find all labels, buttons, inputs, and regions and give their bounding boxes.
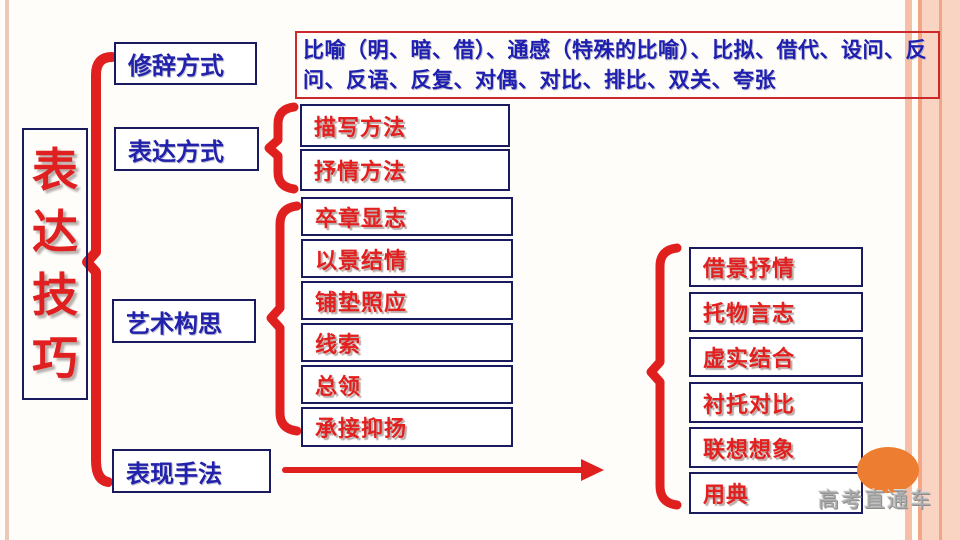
root-title-box: 表达技巧 [22,128,88,400]
right-stripe-3 [939,0,942,540]
item-tuowu: 托物言志 [689,292,863,332]
orange-ellipse-decoration [857,447,919,493]
item-zuzhang: 卒章显志 [301,197,513,236]
item-jiejing: 借景抒情 [689,247,863,287]
left-edge-stripe [5,0,9,540]
branch-rhetoric: 修辞方式 [114,42,257,85]
item-yijing: 以景结情 [301,239,513,278]
rhetoric-detail-box: 比喻（明、暗、借）、通感（特殊的比喻）、比拟、借代、设问、反问、反语、反复、对偶… [295,31,940,99]
item-miaoxie: 描写方法 [300,104,510,147]
item-shuqing: 抒情方法 [300,149,510,191]
root-title-text: 表达技巧 [32,143,78,384]
branch-artistic: 艺术构思 [112,299,256,343]
technique-brace [646,243,682,510]
technique-arrow-head [581,459,604,481]
right-stripe-1 [905,0,912,540]
right-stripe-2 [918,0,922,540]
item-chengjie: 承接抑扬 [301,407,513,447]
branch-expression: 表达方式 [114,127,259,171]
watermark-text: 高考直通车 [818,489,933,512]
item-xiansuo: 线索 [301,323,513,362]
item-pudian: 铺垫照应 [301,281,513,320]
item-yongdian: 用典 [689,472,863,514]
branch-technique: 表现手法 [112,449,271,493]
item-xushi: 虚实结合 [689,337,863,377]
item-chentuo: 衬托对比 [689,382,863,423]
artistic-brace [266,201,302,436]
root-brace [82,52,117,487]
expression-brace [264,102,299,194]
item-lianxiang: 联想想象 [689,427,863,468]
item-zongling: 总领 [301,365,513,404]
